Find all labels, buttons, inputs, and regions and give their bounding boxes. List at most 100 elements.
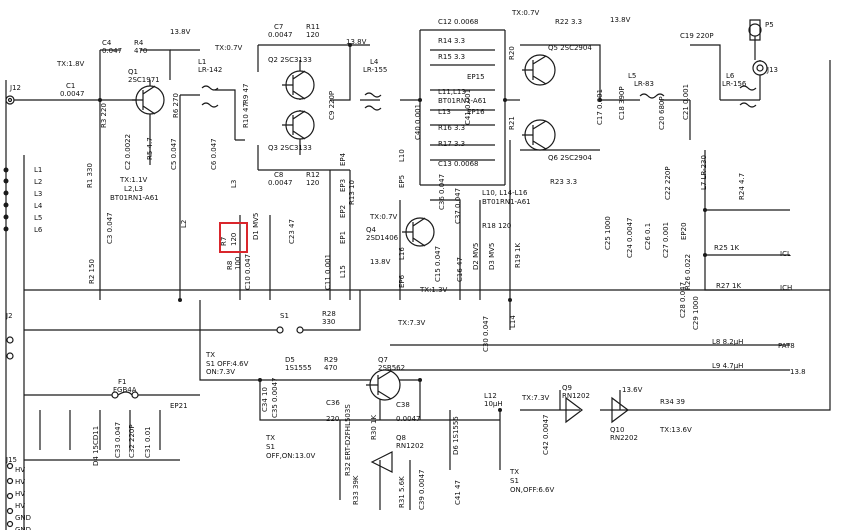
- label-bt2: BT01RN1-A61: [438, 97, 487, 105]
- label-c26: C26 0.1: [644, 223, 652, 250]
- label-r13: R13 10: [348, 180, 356, 205]
- label-r11v: 120: [306, 31, 319, 39]
- label-c17: C17 0.001: [596, 89, 604, 125]
- label-c19: C19 220P: [680, 32, 714, 40]
- label-c8v: 0.0047: [268, 179, 293, 187]
- label-l2l3: L2,L3: [124, 185, 143, 193]
- label-c34: C34 10: [261, 387, 269, 412]
- label-c25: C25 1000: [604, 216, 612, 250]
- label-c31: C31 0.01: [144, 426, 152, 458]
- label-c9: C9 220P: [328, 91, 336, 120]
- label-r18: R18 120: [482, 222, 511, 230]
- label-d4: D4 15CD11: [92, 426, 100, 466]
- label-l13: L13: [438, 108, 451, 116]
- label-c23: C23 47: [288, 219, 296, 244]
- label-c8: C8: [274, 171, 283, 179]
- label-ep1: EP1: [339, 231, 347, 244]
- label-c38v: 0.0047: [396, 415, 421, 423]
- label-d6: D6 1S1555: [452, 416, 460, 455]
- label-icl: ICL: [780, 250, 791, 258]
- label-r33: R33 39K: [352, 475, 360, 505]
- label-r26: R26 0.022: [684, 254, 692, 290]
- label-c7: C7: [274, 23, 283, 31]
- label-l7: L7 LR-230: [700, 155, 708, 190]
- label-r31: R31 5.6K: [398, 476, 406, 508]
- label-r4v: 470: [134, 47, 147, 55]
- label-c28: C28 0.047: [679, 282, 687, 318]
- label-d2: D2 MV5: [472, 243, 480, 270]
- r7-component-hotspot[interactable]: [219, 222, 248, 253]
- label-c2: C2 0.0022: [124, 134, 132, 170]
- bottom-pin-label: HV: [15, 478, 25, 486]
- label-l11l13: L11,L13: [438, 88, 466, 96]
- label-c3: C3 0.047: [106, 212, 114, 244]
- label-l5v: LR-83: [634, 80, 654, 88]
- label-v138d: 13.8V: [610, 16, 631, 24]
- label-d5: D5: [285, 356, 295, 364]
- label-tx07b: TX:0.7V: [369, 213, 398, 221]
- label-c36: C36: [326, 399, 340, 407]
- label-l10: L10: [398, 149, 406, 162]
- label-l12: L12: [484, 392, 497, 400]
- label-c41: C41 47: [454, 480, 462, 505]
- label-ep2: EP2: [339, 205, 347, 218]
- label-tx73a: TX:7.3V: [397, 319, 426, 327]
- label-r20: R20: [508, 46, 516, 60]
- label-r28: R28: [322, 310, 336, 318]
- connector-j13: J13: [766, 66, 778, 74]
- label-l8: L8 8.2µH: [712, 338, 743, 346]
- label-c10: C10 0.047: [244, 254, 252, 290]
- label-c4: C4: [102, 39, 112, 47]
- label-ep6: EP6: [398, 274, 406, 288]
- label-c36v: 220: [326, 415, 339, 423]
- label-c1: C1: [66, 82, 75, 90]
- label-r29v: 470: [324, 364, 337, 372]
- label-ep21: EP21: [170, 402, 188, 410]
- label-r25: R25 1K: [714, 244, 739, 252]
- label-ep4: EP4: [339, 152, 347, 166]
- label-c42: C42 0.0047: [542, 414, 550, 455]
- label-ep16: EP16: [467, 108, 485, 116]
- label-l4v: LR-155: [363, 66, 387, 74]
- label-l5: L5: [628, 72, 636, 80]
- label-c15: C15 0.047: [434, 246, 442, 282]
- label-r10: R10 47: [242, 103, 250, 128]
- label-txs1a: TX: [205, 351, 215, 359]
- label-l1v: LR-142: [198, 66, 222, 74]
- label-c1v: 0.0047: [60, 90, 85, 98]
- label-c33: C33 0.047: [114, 422, 122, 458]
- label-bt1: BT01RN1-A61: [110, 194, 159, 202]
- label-tx13: TX:1.3V: [419, 286, 448, 294]
- label-s1b: S1: [266, 443, 275, 451]
- pin-label-l5: L5: [34, 214, 42, 222]
- label-l6v: LR-156: [722, 80, 747, 88]
- label-ep5: EP5: [398, 175, 406, 188]
- label-r3: R3 220: [100, 103, 108, 128]
- label-c35: C35 0.0047: [271, 377, 279, 418]
- label-tx18: TX:1.8V: [56, 60, 85, 68]
- label-r27: R27 1K: [716, 282, 741, 290]
- label-c7v: 0.0047: [268, 31, 293, 39]
- bottom-pin-label: GND: [15, 514, 31, 522]
- label-onoff: ON,OFF:6.6V: [510, 486, 554, 494]
- label-l10l14: L10, L14-L16: [482, 189, 528, 197]
- label-r7: R7: [220, 237, 228, 246]
- transistor-label-q3: Q3 2SC3133: [268, 144, 312, 152]
- label-r32: R32 ERT-D2FHL503S: [344, 404, 352, 476]
- label-r5: R5 4.7: [146, 137, 154, 160]
- label-d1: D1 MV5: [252, 213, 260, 240]
- label-c11: C11 0.001: [324, 254, 332, 290]
- highlight-box-r7: [219, 222, 248, 253]
- label-s1on: ON:7.3V: [206, 368, 235, 376]
- label-c24: C24 0.0047: [626, 217, 634, 258]
- label-r15: R15 3.3: [438, 53, 465, 61]
- label-tx73b: TX:7.3V: [521, 394, 550, 402]
- label-r12v: 120: [306, 179, 319, 187]
